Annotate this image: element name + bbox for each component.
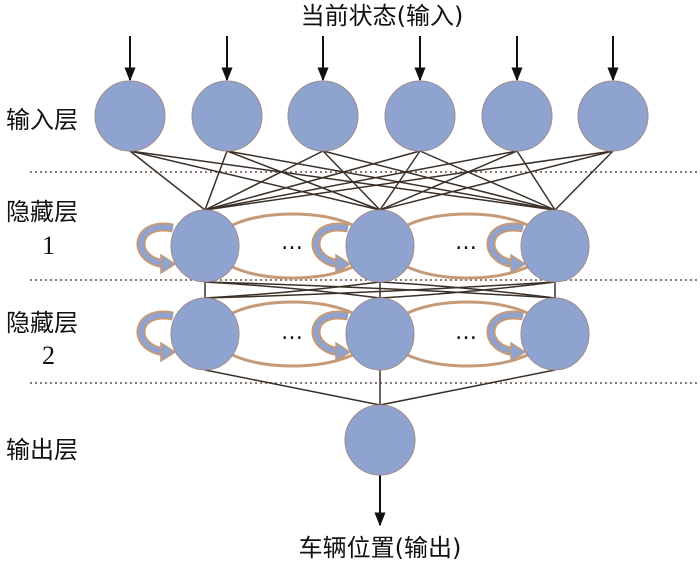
input-neuron [191, 80, 263, 152]
input-neuron [384, 80, 456, 152]
edge-hidden2-output [204, 369, 381, 406]
self-loop-arrow-body [313, 312, 349, 355]
self-loop-arrowhead [160, 341, 177, 363]
edge-input-hidden1 [516, 150, 556, 211]
layer-label-input: 输入层 [6, 106, 78, 134]
input-neuron [287, 80, 359, 152]
edge-input-hidden1 [204, 150, 324, 211]
edge-hidden1-hidden2 [379, 281, 556, 299]
input-neuron [94, 80, 166, 152]
output-neuron [344, 404, 416, 476]
edge-input-hidden1 [204, 150, 518, 211]
edge-input-hidden1 [204, 150, 614, 211]
input-state-title: 当前状态(输入) [301, 2, 464, 30]
hidden2-ellipsis-right: … [455, 320, 477, 345]
edge-input-hidden1 [379, 150, 421, 211]
hidden1-neuron [170, 209, 240, 283]
hidden1-neuron [345, 209, 415, 283]
layer-label-output: 输出层 [6, 436, 78, 464]
edge-input-hidden1 [419, 150, 556, 211]
self-loop-arrowhead [510, 253, 527, 275]
edge-hidden1-hidden2 [379, 281, 556, 299]
edge-input-hidden1 [554, 150, 614, 211]
edge-hidden2-output [379, 369, 556, 406]
edge-input-hidden1 [204, 150, 421, 211]
hidden2-ellipsis-left: … [281, 320, 303, 345]
layer-label-hidden1-index: 1 [42, 231, 55, 260]
self-loop-arrowhead [335, 341, 352, 363]
self-loop-arrow-body [138, 224, 174, 267]
self-loop-arrow-body [313, 224, 349, 267]
edge-input-hidden1 [129, 150, 556, 211]
edge-input-hidden1 [379, 150, 614, 211]
self-loop-arrow-body [138, 312, 174, 355]
input-neuron [577, 80, 649, 152]
self-loop-arrowhead [335, 253, 352, 275]
edge-input-hidden1 [129, 150, 206, 211]
edge-hidden1-hidden2 [204, 281, 556, 299]
edge-input-hidden1 [322, 150, 381, 211]
self-loop-arrowhead [510, 341, 527, 363]
edge-input-hidden1 [129, 150, 381, 211]
hidden2-neuron [345, 297, 415, 371]
hidden1-ellipsis-left: … [281, 230, 303, 255]
self-loop-arrow-body [488, 224, 524, 267]
hidden1-ellipsis-right: … [455, 230, 477, 255]
edge-input-hidden1 [322, 150, 556, 211]
hidden1-neuron [520, 209, 590, 283]
hidden2-neuron [520, 297, 590, 371]
hidden2-neuron [170, 297, 240, 371]
vehicle-position-output-label: 车辆位置(输出) [299, 534, 462, 562]
edge-input-hidden1 [204, 150, 228, 211]
self-loop-arrow-body [488, 312, 524, 355]
self-loop-arrowhead [160, 253, 177, 275]
layer-label-hidden2: 隐藏层 [6, 309, 78, 337]
edge-input-hidden1 [226, 150, 556, 211]
edge-input-hidden1 [379, 150, 518, 211]
input-neuron [481, 80, 553, 152]
edge-input-hidden1 [226, 150, 381, 211]
layer-label-hidden2-index: 2 [42, 341, 55, 370]
layer-label-hidden1: 隐藏层 [6, 198, 78, 226]
